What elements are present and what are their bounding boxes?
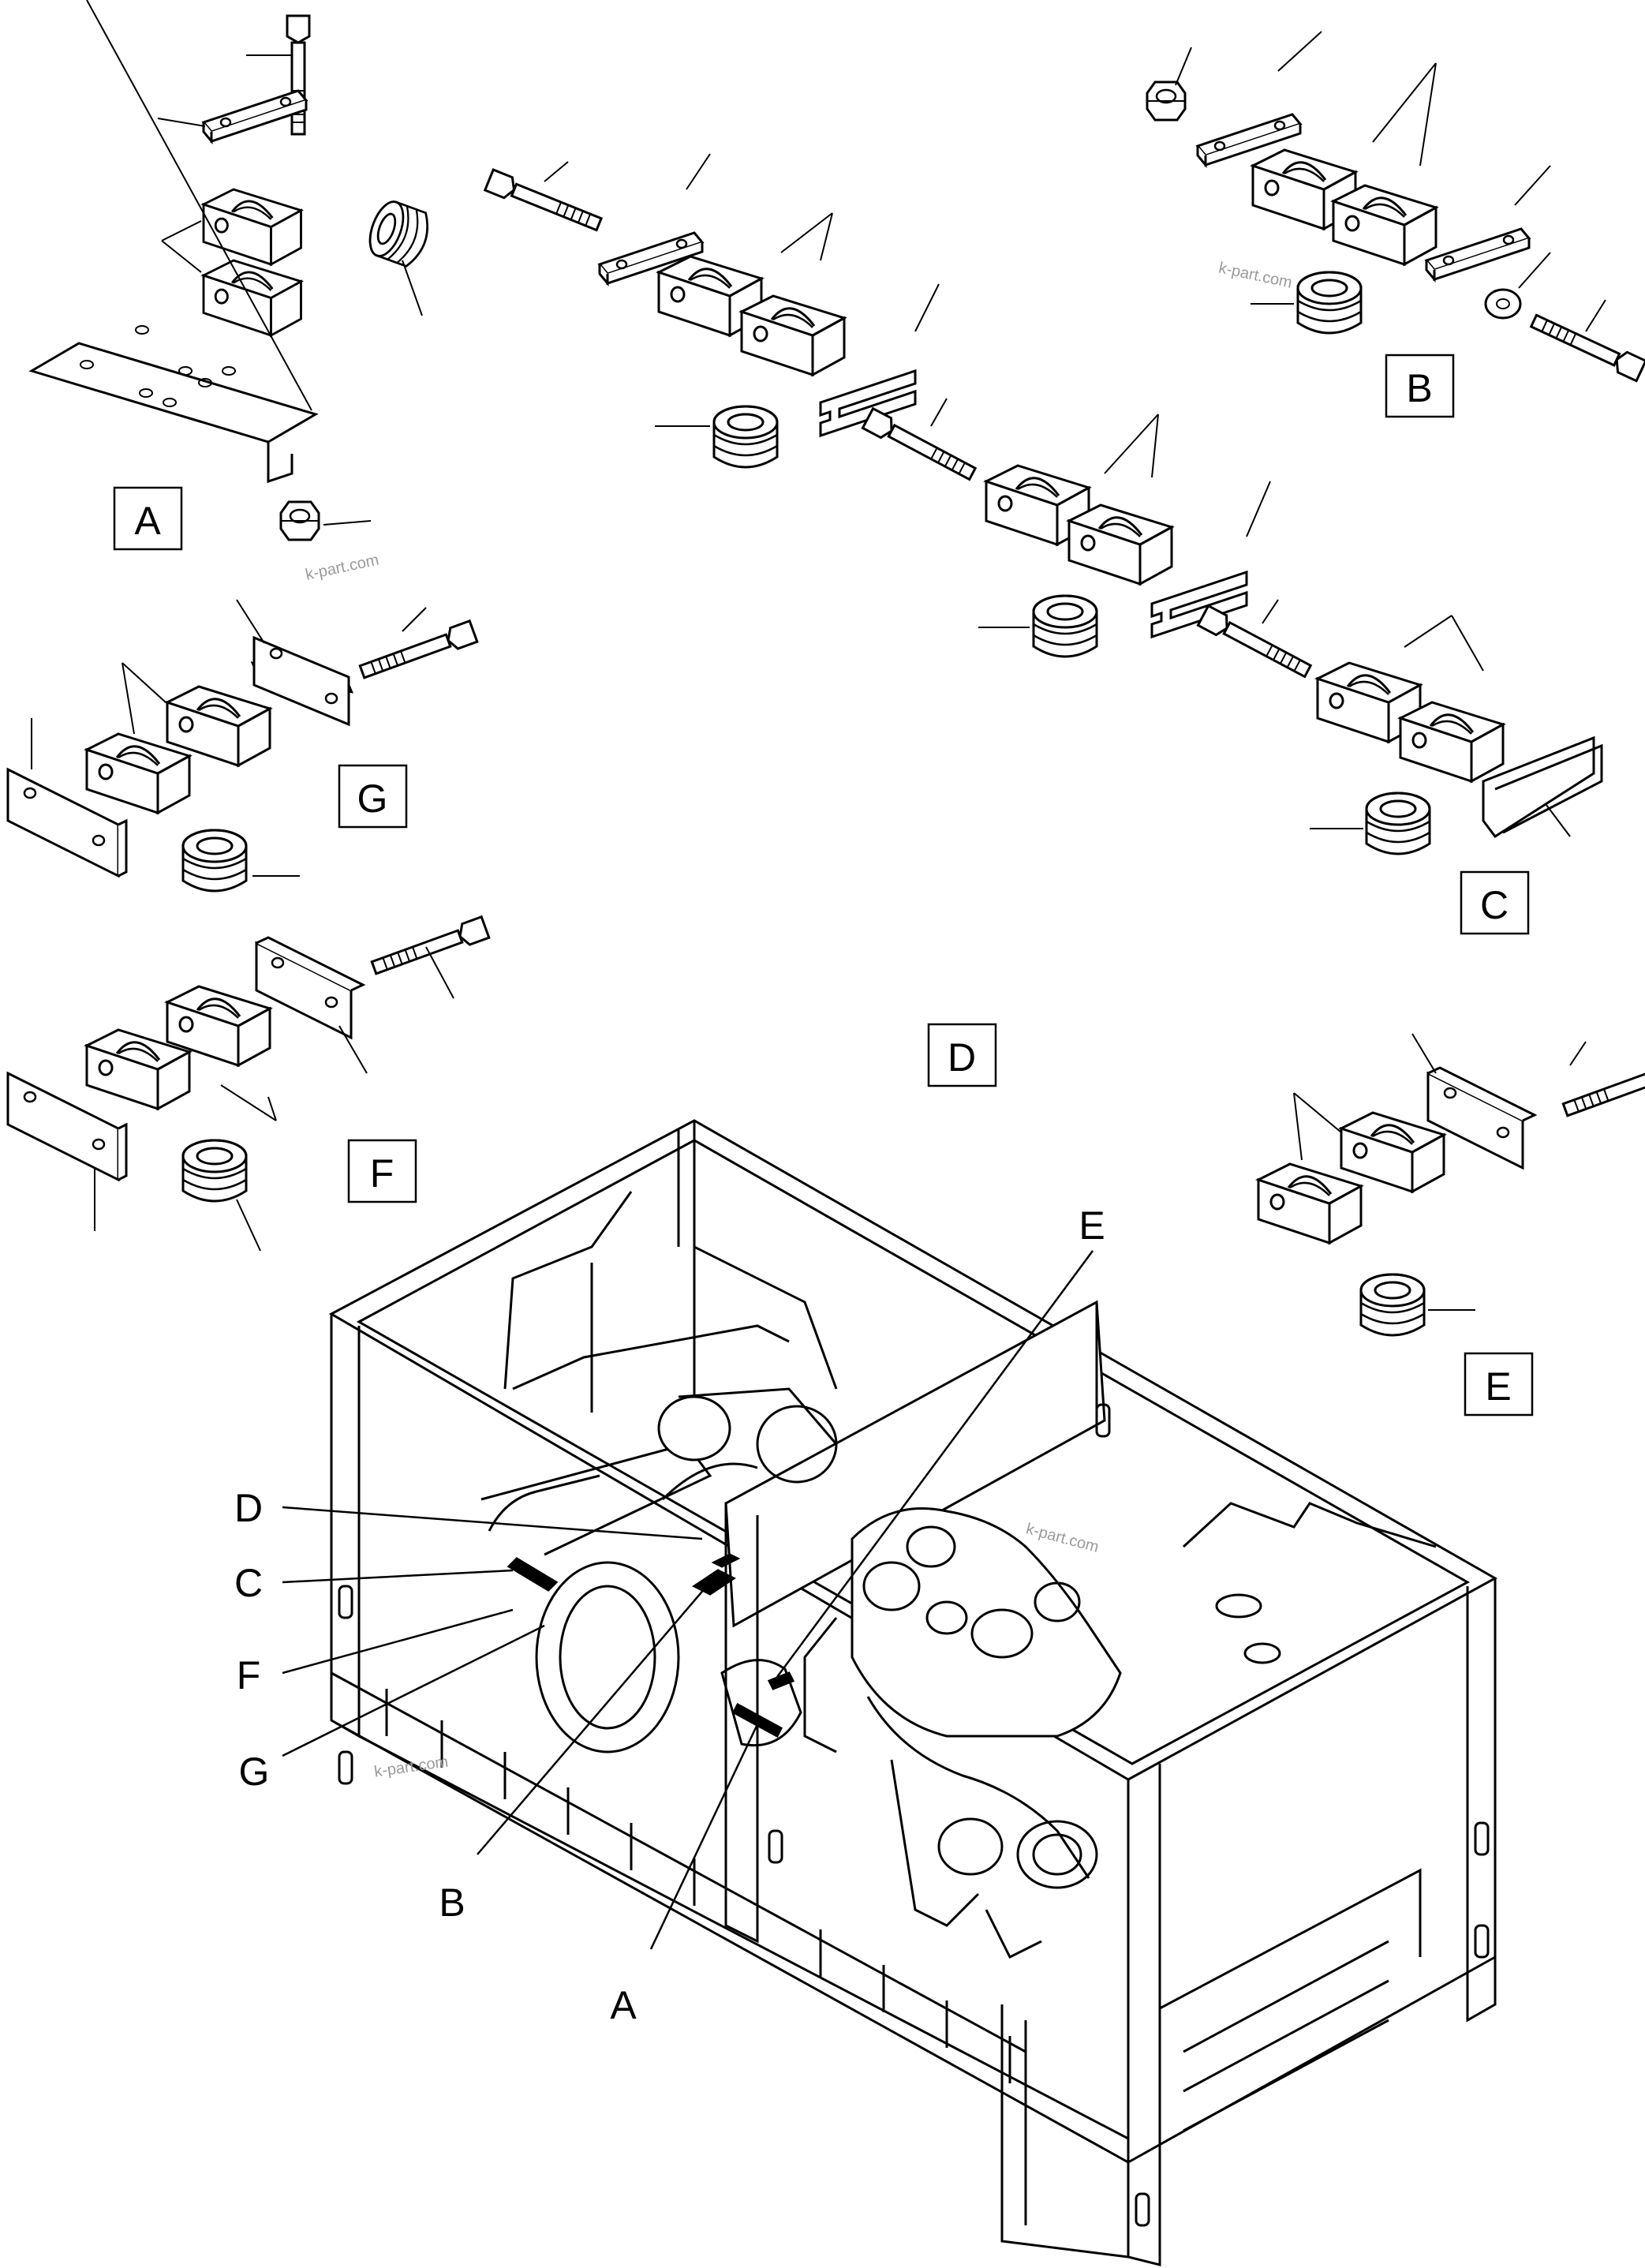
detail-box-b: B	[1385, 354, 1455, 418]
detail-d-group	[484, 153, 1314, 683]
detail-box-b-label: B	[1406, 366, 1432, 410]
callout-label-e: E	[1079, 1203, 1105, 1248]
frame-assembly	[328, 1119, 1498, 2266]
callout-label-g: G	[239, 1750, 270, 1794]
watermark: k-part.com	[1217, 260, 1294, 292]
callout-label-c: C	[234, 1561, 263, 1605]
callout-label-b: B	[439, 1881, 465, 1925]
watermark: k-part.com	[304, 552, 380, 584]
callout-leaders	[282, 1250, 1094, 1950]
detail-f-group	[6, 915, 491, 1252]
detail-box-c-label: C	[1480, 883, 1509, 927]
detail-c-group	[1310, 615, 1603, 855]
callout-label-f: F	[237, 1653, 261, 1697]
detail-box-d-label: D	[948, 1035, 976, 1080]
detail-box-f-label: F	[370, 1151, 394, 1196]
detail-box-a-label: A	[134, 499, 161, 543]
detail-box-a: A	[113, 486, 183, 551]
detail-box-g-label: G	[357, 777, 388, 821]
detail-e-group	[1257, 1033, 1645, 1337]
detail-box-c: C	[1460, 870, 1530, 935]
detail-g-group	[6, 599, 479, 893]
callout-label-d: D	[234, 1486, 263, 1530]
detail-a-group	[28, 0, 436, 541]
detail-b-group	[1146, 31, 1645, 383]
detail-box-f: F	[347, 1139, 417, 1203]
detail-box-g: G	[338, 764, 408, 829]
detail-box-e: E	[1464, 1352, 1534, 1417]
detail-box-e-label: E	[1485, 1364, 1511, 1409]
detail-box-d: D	[927, 1023, 997, 1087]
callout-label-a: A	[610, 1983, 637, 2027]
